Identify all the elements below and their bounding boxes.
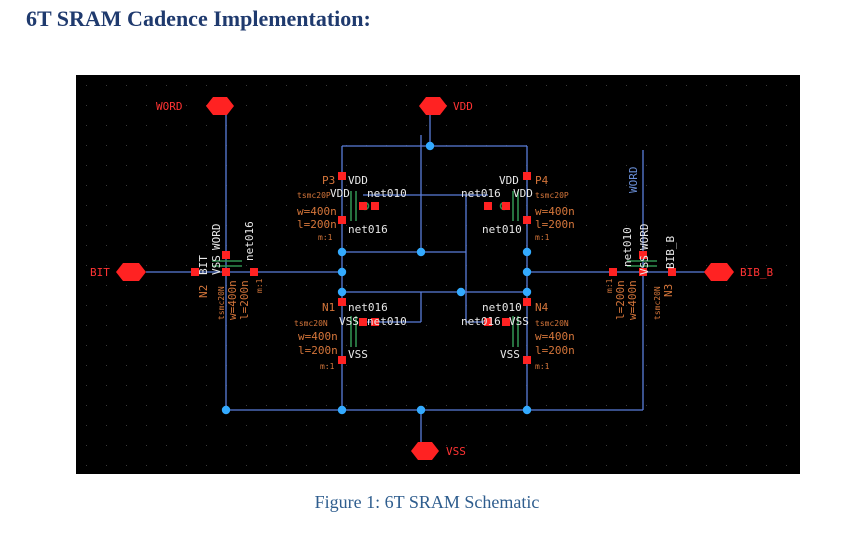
pin-label-vss: VSS: [446, 445, 466, 458]
p4-l: l=200n: [535, 218, 575, 231]
n2-gate: WORD: [210, 224, 223, 251]
p3-name: P3: [322, 174, 335, 187]
wire-label-word: WORD: [627, 167, 640, 194]
n1-w: w=400n: [298, 330, 338, 343]
p3-source: VDD: [348, 174, 368, 187]
wires: [146, 106, 706, 446]
n2-model: tsmc20N: [217, 286, 226, 320]
p4-model: tsmc20P: [535, 191, 569, 200]
pin-label-bit: BIT: [90, 266, 110, 279]
n1-name: N1: [322, 301, 335, 314]
n4-model: tsmc20N: [535, 319, 569, 328]
n3-m: m:1: [605, 278, 614, 293]
p3-drain: net016: [348, 223, 388, 236]
transistor-bodies: [212, 191, 657, 347]
n2-w: w=400n: [226, 280, 239, 320]
pin-word: [206, 97, 234, 115]
p3-gate: net010: [367, 187, 407, 200]
n4-source: VSS: [500, 348, 520, 361]
pin-bit-b: [704, 263, 734, 281]
n3-d: net010: [621, 227, 634, 267]
n1-drain: net016: [348, 301, 388, 314]
n3-w: w=400n: [626, 280, 639, 320]
n2-d: BIT: [197, 255, 210, 275]
n4-bulk: VSS: [509, 315, 529, 328]
pin-shapes: [116, 97, 734, 460]
n4-m: m:1: [535, 362, 550, 371]
p4-drain: net010: [482, 223, 522, 236]
junction-dots: [221, 141, 532, 415]
n3-gate: WORD: [638, 224, 651, 251]
n1-model: tsmc20N: [294, 319, 328, 328]
n4-name: N4: [535, 301, 549, 314]
n1-l: l=200n: [298, 344, 338, 357]
n2-bulk: VSS: [210, 255, 223, 275]
p3-w: w=400n: [297, 205, 337, 218]
n4-gate: net016: [461, 315, 501, 328]
p3-model: tsmc20P: [297, 191, 331, 200]
n2-s: net016: [243, 221, 256, 261]
p3-bulk: VDD: [330, 187, 350, 200]
pin-vdd: [419, 97, 447, 115]
p4-w: w=400n: [535, 205, 575, 218]
n1-source: VSS: [348, 348, 368, 361]
p3-l: l=200n: [297, 218, 337, 231]
schematic-canvas: WORD VDD BIT BIB_B VSS WORD P3 VDD VDD n…: [76, 75, 800, 474]
n1-bulk: VSS: [339, 315, 359, 328]
n2-m: m:1: [255, 278, 264, 293]
figure-caption: Figure 1: 6T SRAM Schematic: [314, 492, 540, 512]
n3-l: l=200n: [614, 280, 627, 320]
n3-name: N3: [662, 284, 675, 297]
n1-m: m:1: [320, 362, 335, 371]
p4-m: m:1: [535, 233, 550, 242]
terminal-squares: [191, 172, 676, 364]
n2-name: N2: [197, 285, 210, 298]
pin-bit: [116, 263, 146, 281]
p4-bulk: VDD: [513, 187, 533, 200]
n2-l: l=200n: [238, 280, 251, 320]
n4-drain: net010: [482, 301, 522, 314]
p3-m: m:1: [318, 233, 333, 242]
pin-label-vdd: VDD: [453, 100, 473, 113]
n4-l: l=200n: [535, 344, 575, 357]
section-heading: 6T SRAM Cadence Implementation:: [26, 6, 371, 31]
n3-s: BIB_B: [664, 236, 677, 269]
n3-model: tsmc20N: [653, 286, 662, 320]
n1-gate: net010: [367, 315, 407, 328]
p4-gate: net016: [461, 187, 501, 200]
pin-label-word: WORD: [156, 100, 183, 113]
n3-bulk: VSS: [638, 255, 651, 275]
p4-name: P4: [535, 174, 549, 187]
pin-label-bit-b: BIB_B: [740, 266, 773, 279]
n4-w: w=400n: [535, 330, 575, 343]
p4-source: VDD: [499, 174, 519, 187]
pin-vss: [411, 442, 439, 460]
